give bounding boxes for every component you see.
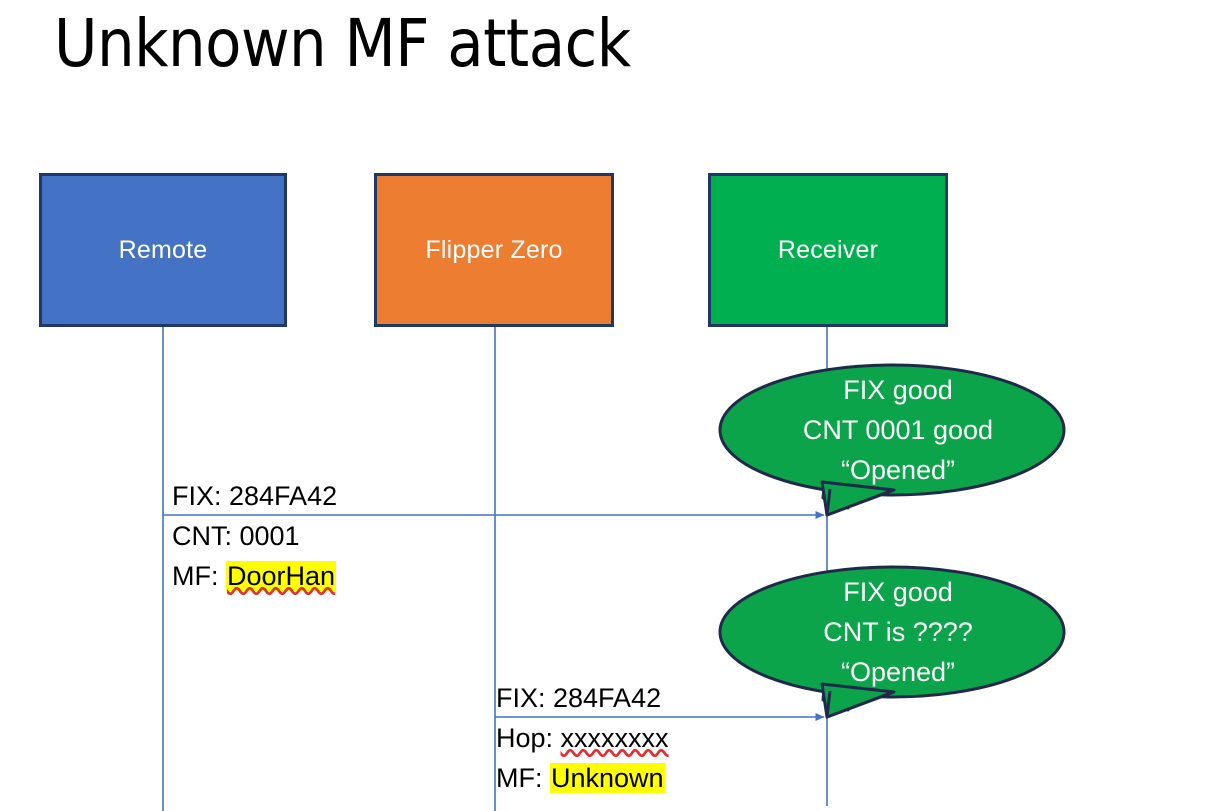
actor-label-receiver: Receiver <box>777 235 879 264</box>
message-1-line-mf: MF: DoorHan <box>172 556 337 596</box>
message-1-cnt-label: CNT: <box>172 521 240 551</box>
message-1-line-cnt: CNT: 0001 <box>172 516 337 556</box>
message-2-line-mf: MF: Unknown <box>496 758 669 798</box>
actor-box-receiver[interactable]: Receiver <box>708 173 948 327</box>
message-2-line-fix: FIX: 284FA42 <box>496 683 662 713</box>
actor-box-remote[interactable]: Remote <box>39 173 287 327</box>
message-2-mf-value: Unknown <box>550 763 665 793</box>
actor-label-flipper-zero: Flipper Zero <box>425 235 563 264</box>
message-2-hop-value: xxxxxxxx <box>560 723 669 753</box>
message-1-mf-value: DoorHan <box>226 561 337 591</box>
message-1-mf-label: MF: <box>172 561 226 591</box>
speech-bubble-receiver-response-2[interactable]: FIX good CNT is ???? “Opened” <box>718 560 1078 725</box>
speech-bubble-shape-2 <box>718 565 1066 719</box>
message-2-hop-label: Hop: <box>496 723 561 753</box>
actor-label-remote: Remote <box>118 235 208 264</box>
page-title: Unknown MF attack <box>54 5 631 82</box>
speech-bubble-receiver-response-1[interactable]: FIX good CNT 0001 good “Opened” <box>718 358 1078 523</box>
message-2-line-hop: Hop: xxxxxxxx <box>496 718 669 758</box>
message-2-mf-label: MF: <box>496 763 550 793</box>
message-label-remote-to-receiver: FIX: 284FA42 CNT: 0001 MF: DoorHan <box>172 476 337 596</box>
message-label-flipper-to-receiver: FIX: 284FA42 Hop: xxxxxxxx MF: Unknown <box>496 678 669 798</box>
message-1-line-fix: FIX: 284FA42 <box>172 481 338 511</box>
actor-box-flipper-zero[interactable]: Flipper Zero <box>374 173 614 327</box>
speech-bubble-shape-1 <box>718 363 1066 517</box>
message-1-cnt-value: 0001 <box>239 521 300 551</box>
